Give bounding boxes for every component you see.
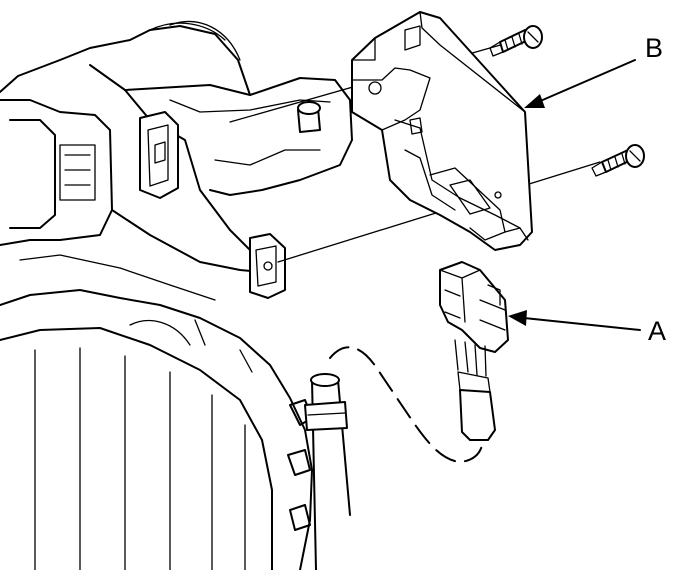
callout-arrow-b: [524, 59, 636, 108]
control-module: [351, 11, 533, 251]
callout-arrow-a: [508, 310, 641, 331]
blower-housing: [0, 20, 353, 570]
housing-post: [297, 101, 321, 133]
harness-connector: [439, 261, 509, 441]
wire-route-dashed: [329, 346, 484, 463]
callout-label-b: B: [645, 33, 664, 63]
lower-screw: [591, 144, 645, 177]
upper-screw: [489, 25, 543, 57]
callout-label-a: A: [648, 316, 667, 346]
lower-mounting-clip: [249, 233, 286, 299]
vertical-cable: [304, 373, 351, 570]
upper-mounting-clip: [139, 111, 179, 199]
